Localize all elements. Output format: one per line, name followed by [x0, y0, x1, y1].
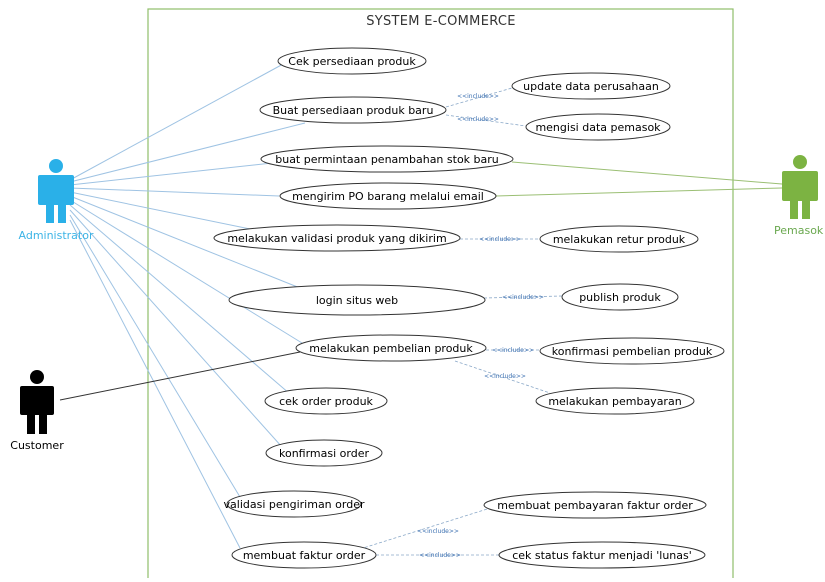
use-case-faktur-order[interactable]: membuat faktur order [231, 541, 377, 569]
actor-administrator[interactable]: Administrator [19, 159, 94, 242]
use-case-buat-persediaan[interactable]: Buat persediaan produk baru [259, 96, 447, 124]
use-case-permintaan-stok[interactable]: buat permintaan penambahan stok baru [260, 145, 514, 173]
svg-text:mengirim PO barang melalui ema: mengirim PO barang melalui email [292, 190, 484, 203]
use-case-kirim-po[interactable]: mengirim PO barang melalui email [279, 182, 497, 210]
administrator-person-icon [38, 159, 74, 223]
use-case-pembayaran[interactable]: melakukan pembayaran [535, 387, 695, 415]
include-line-update-data [445, 87, 513, 108]
pemasok-person-icon [782, 155, 818, 219]
use-case-cek-order[interactable]: cek order produk [264, 387, 388, 415]
include-line-publish [483, 295, 563, 299]
assoc-admin-kirim-po [69, 187, 280, 197]
svg-text:melakukan validasi produk yang: melakukan validasi produk yang dikirim [227, 232, 446, 245]
assoc-admin-validasi-produk [69, 191, 256, 231]
use-case-mengisi-pemasok[interactable]: mengisi data pemasok [525, 113, 671, 141]
customer-person-icon [20, 370, 54, 434]
use-case-cek-persediaan[interactable]: Cek persediaan produk [277, 47, 427, 75]
use-case-konfirmasi-order[interactable]: konfirmasi order [265, 439, 383, 467]
pemasok-label: Pemasok [774, 224, 824, 237]
customer-label: Customer [10, 439, 64, 452]
use-case-login[interactable]: login situs web [228, 284, 486, 316]
include-labels: <<include>> <<include>> <<include>> <<in… [417, 93, 544, 559]
actor-customer[interactable]: Customer [10, 370, 64, 452]
svg-text:membuat pembayaran faktur orde: membuat pembayaran faktur order [497, 499, 693, 512]
include-label: <<include>> [502, 294, 544, 301]
assoc-admin-buat-persediaan [69, 122, 306, 183]
system-boundary [147, 8, 734, 582]
include-line-pembayaran-faktur [359, 504, 501, 550]
svg-text:melakukan pembayaran: melakukan pembayaran [548, 395, 681, 408]
assoc-admin-login [69, 195, 301, 289]
svg-text:login situs web: login situs web [316, 294, 398, 307]
include-relationships [359, 87, 563, 556]
svg-text:validasi pengiriman order: validasi pengiriman order [224, 498, 365, 511]
use-case-validasi-pengiriman[interactable]: validasi pengiriman order [224, 490, 365, 518]
assoc-customer-pembelian [59, 351, 301, 401]
svg-text:publish produk: publish produk [579, 291, 661, 304]
svg-text:Buat persediaan produk baru: Buat persediaan produk baru [273, 104, 434, 117]
svg-text:buat permintaan penambahan sto: buat permintaan penambahan stok baru [275, 153, 499, 166]
use-case-status-lunas[interactable]: cek status faktur menjadi 'lunas' [498, 541, 706, 569]
use-case-retur-produk[interactable]: melakukan retur produk [539, 225, 699, 253]
svg-text:konfirmasi pembelian produk: konfirmasi pembelian produk [552, 345, 713, 358]
assoc-pemasok-kirim-po [495, 187, 783, 197]
use-case-pembayaran-faktur[interactable]: membuat pembayaran faktur order [483, 491, 707, 519]
include-label: <<include>> [457, 93, 499, 100]
include-label: <<include>> [484, 373, 526, 380]
svg-text:membuat faktur order: membuat faktur order [243, 549, 366, 562]
pemasok-associations [495, 161, 783, 197]
include-label: <<include>> [419, 552, 461, 559]
svg-text:mengisi data pemasok: mengisi data pemasok [535, 121, 661, 134]
use-case-update-data[interactable]: update data perusahaan [511, 72, 671, 100]
use-case-konfirmasi-pembelian[interactable]: konfirmasi pembelian produk [539, 337, 725, 365]
svg-text:cek status faktur menjadi 'lun: cek status faktur menjadi 'lunas' [512, 549, 692, 562]
actor-pemasok[interactable]: Pemasok [774, 155, 824, 237]
svg-text:update data perusahaan: update data perusahaan [523, 80, 659, 93]
assoc-admin-cek-order [69, 204, 291, 395]
assoc-admin-permintaan-stok [69, 162, 273, 186]
assoc-admin-pembelian [69, 199, 303, 344]
assoc-pemasok-permintaan-stok [511, 161, 783, 185]
use-case-pembelian[interactable]: melakukan pembelian produk [295, 334, 487, 362]
assoc-admin-konfirmasi-order [69, 209, 283, 448]
include-line-mengisi-pemasok [445, 114, 527, 127]
svg-text:melakukan retur produk: melakukan retur produk [553, 233, 686, 246]
svg-text:melakukan pembelian produk: melakukan pembelian produk [309, 342, 473, 355]
include-label: <<include>> [479, 236, 521, 243]
assoc-admin-faktur-order [69, 219, 241, 549]
administrator-associations [69, 62, 306, 549]
svg-text:konfirmasi order: konfirmasi order [279, 447, 369, 460]
include-label: <<include>> [492, 347, 534, 354]
system-title: SYSTEM E-COMMERCE [366, 14, 516, 29]
use-case-validasi-produk[interactable]: melakukan validasi produk yang dikirim [213, 224, 461, 252]
svg-text:cek order produk: cek order produk [279, 395, 373, 408]
include-label: <<include>> [457, 116, 499, 123]
include-label: <<include>> [417, 528, 459, 535]
include-line-pembayaran [454, 360, 551, 394]
assoc-admin-cek-persediaan [69, 62, 286, 181]
use-case-publish[interactable]: publish produk [561, 283, 679, 311]
use-cases: Cek persediaan produk Buat persediaan pr… [213, 47, 725, 569]
assoc-admin-validasi-pengiriman [69, 214, 241, 498]
administrator-label: Administrator [19, 229, 94, 242]
svg-text:Cek persediaan produk: Cek persediaan produk [288, 55, 416, 68]
